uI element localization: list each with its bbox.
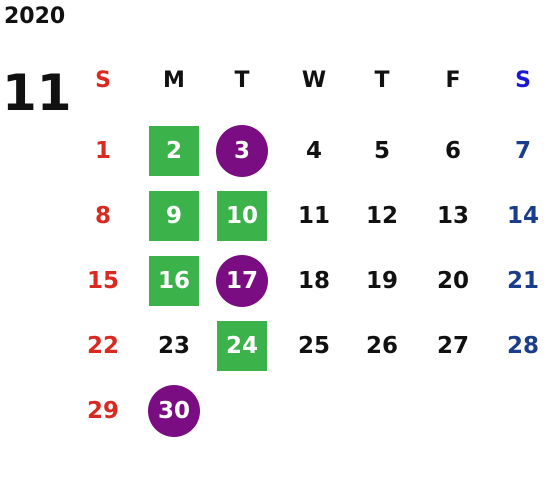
calendar-day[interactable]: 4 — [305, 138, 322, 164]
highlight-square — [149, 256, 199, 306]
calendar-day[interactable]: 7 — [514, 138, 531, 164]
calendar-day[interactable]: 6 — [444, 138, 461, 164]
year-label: 2020 — [4, 4, 66, 29]
calendar-day[interactable]: 3 — [233, 138, 250, 164]
highlight-square — [217, 191, 267, 241]
calendar-day[interactable]: 5 — [373, 138, 390, 164]
highlight-square — [149, 191, 199, 241]
calendar-day[interactable]: 17 — [225, 268, 258, 294]
calendar-day[interactable]: 15 — [86, 268, 119, 294]
calendar-day[interactable]: 2 — [165, 138, 182, 164]
calendar-day[interactable]: 12 — [365, 203, 398, 229]
weekday-header: S — [95, 68, 111, 93]
weekday-header: F — [445, 68, 461, 93]
weekday-header: M — [163, 68, 185, 93]
calendar-day[interactable]: 25 — [297, 333, 330, 359]
highlight-circle — [216, 255, 268, 307]
weekday-header: W — [301, 68, 327, 93]
calendar-day[interactable]: 21 — [506, 268, 539, 294]
highlight-square — [217, 321, 267, 371]
calendar-day[interactable]: 14 — [506, 203, 539, 229]
highlight-circle — [216, 125, 268, 177]
calendar-day[interactable]: 30 — [157, 398, 190, 424]
month-label: 11 — [2, 64, 72, 122]
calendar-day[interactable]: 19 — [365, 268, 398, 294]
calendar-day[interactable]: 9 — [165, 203, 182, 229]
calendar-day[interactable]: 8 — [94, 203, 111, 229]
calendar-day[interactable]: 24 — [225, 333, 258, 359]
calendar-day[interactable]: 13 — [436, 203, 469, 229]
calendar-day[interactable]: 11 — [297, 203, 330, 229]
highlight-circle — [148, 385, 200, 437]
calendar-day[interactable]: 18 — [297, 268, 330, 294]
calendar-day[interactable]: 22 — [86, 333, 119, 359]
calendar-day[interactable]: 23 — [157, 333, 190, 359]
calendar-day[interactable]: 1 — [94, 138, 111, 164]
calendar-day[interactable]: 26 — [365, 333, 398, 359]
calendar-day[interactable]: 20 — [436, 268, 469, 294]
highlight-square — [149, 126, 199, 176]
calendar-day[interactable]: 28 — [506, 333, 539, 359]
calendar-day[interactable]: 16 — [157, 268, 190, 294]
calendar-day[interactable]: 10 — [225, 203, 258, 229]
weekday-header: T — [234, 68, 250, 93]
weekday-header: S — [515, 68, 531, 93]
calendar-day[interactable]: 27 — [436, 333, 469, 359]
weekday-header: T — [374, 68, 390, 93]
calendar-day[interactable]: 29 — [86, 398, 119, 424]
